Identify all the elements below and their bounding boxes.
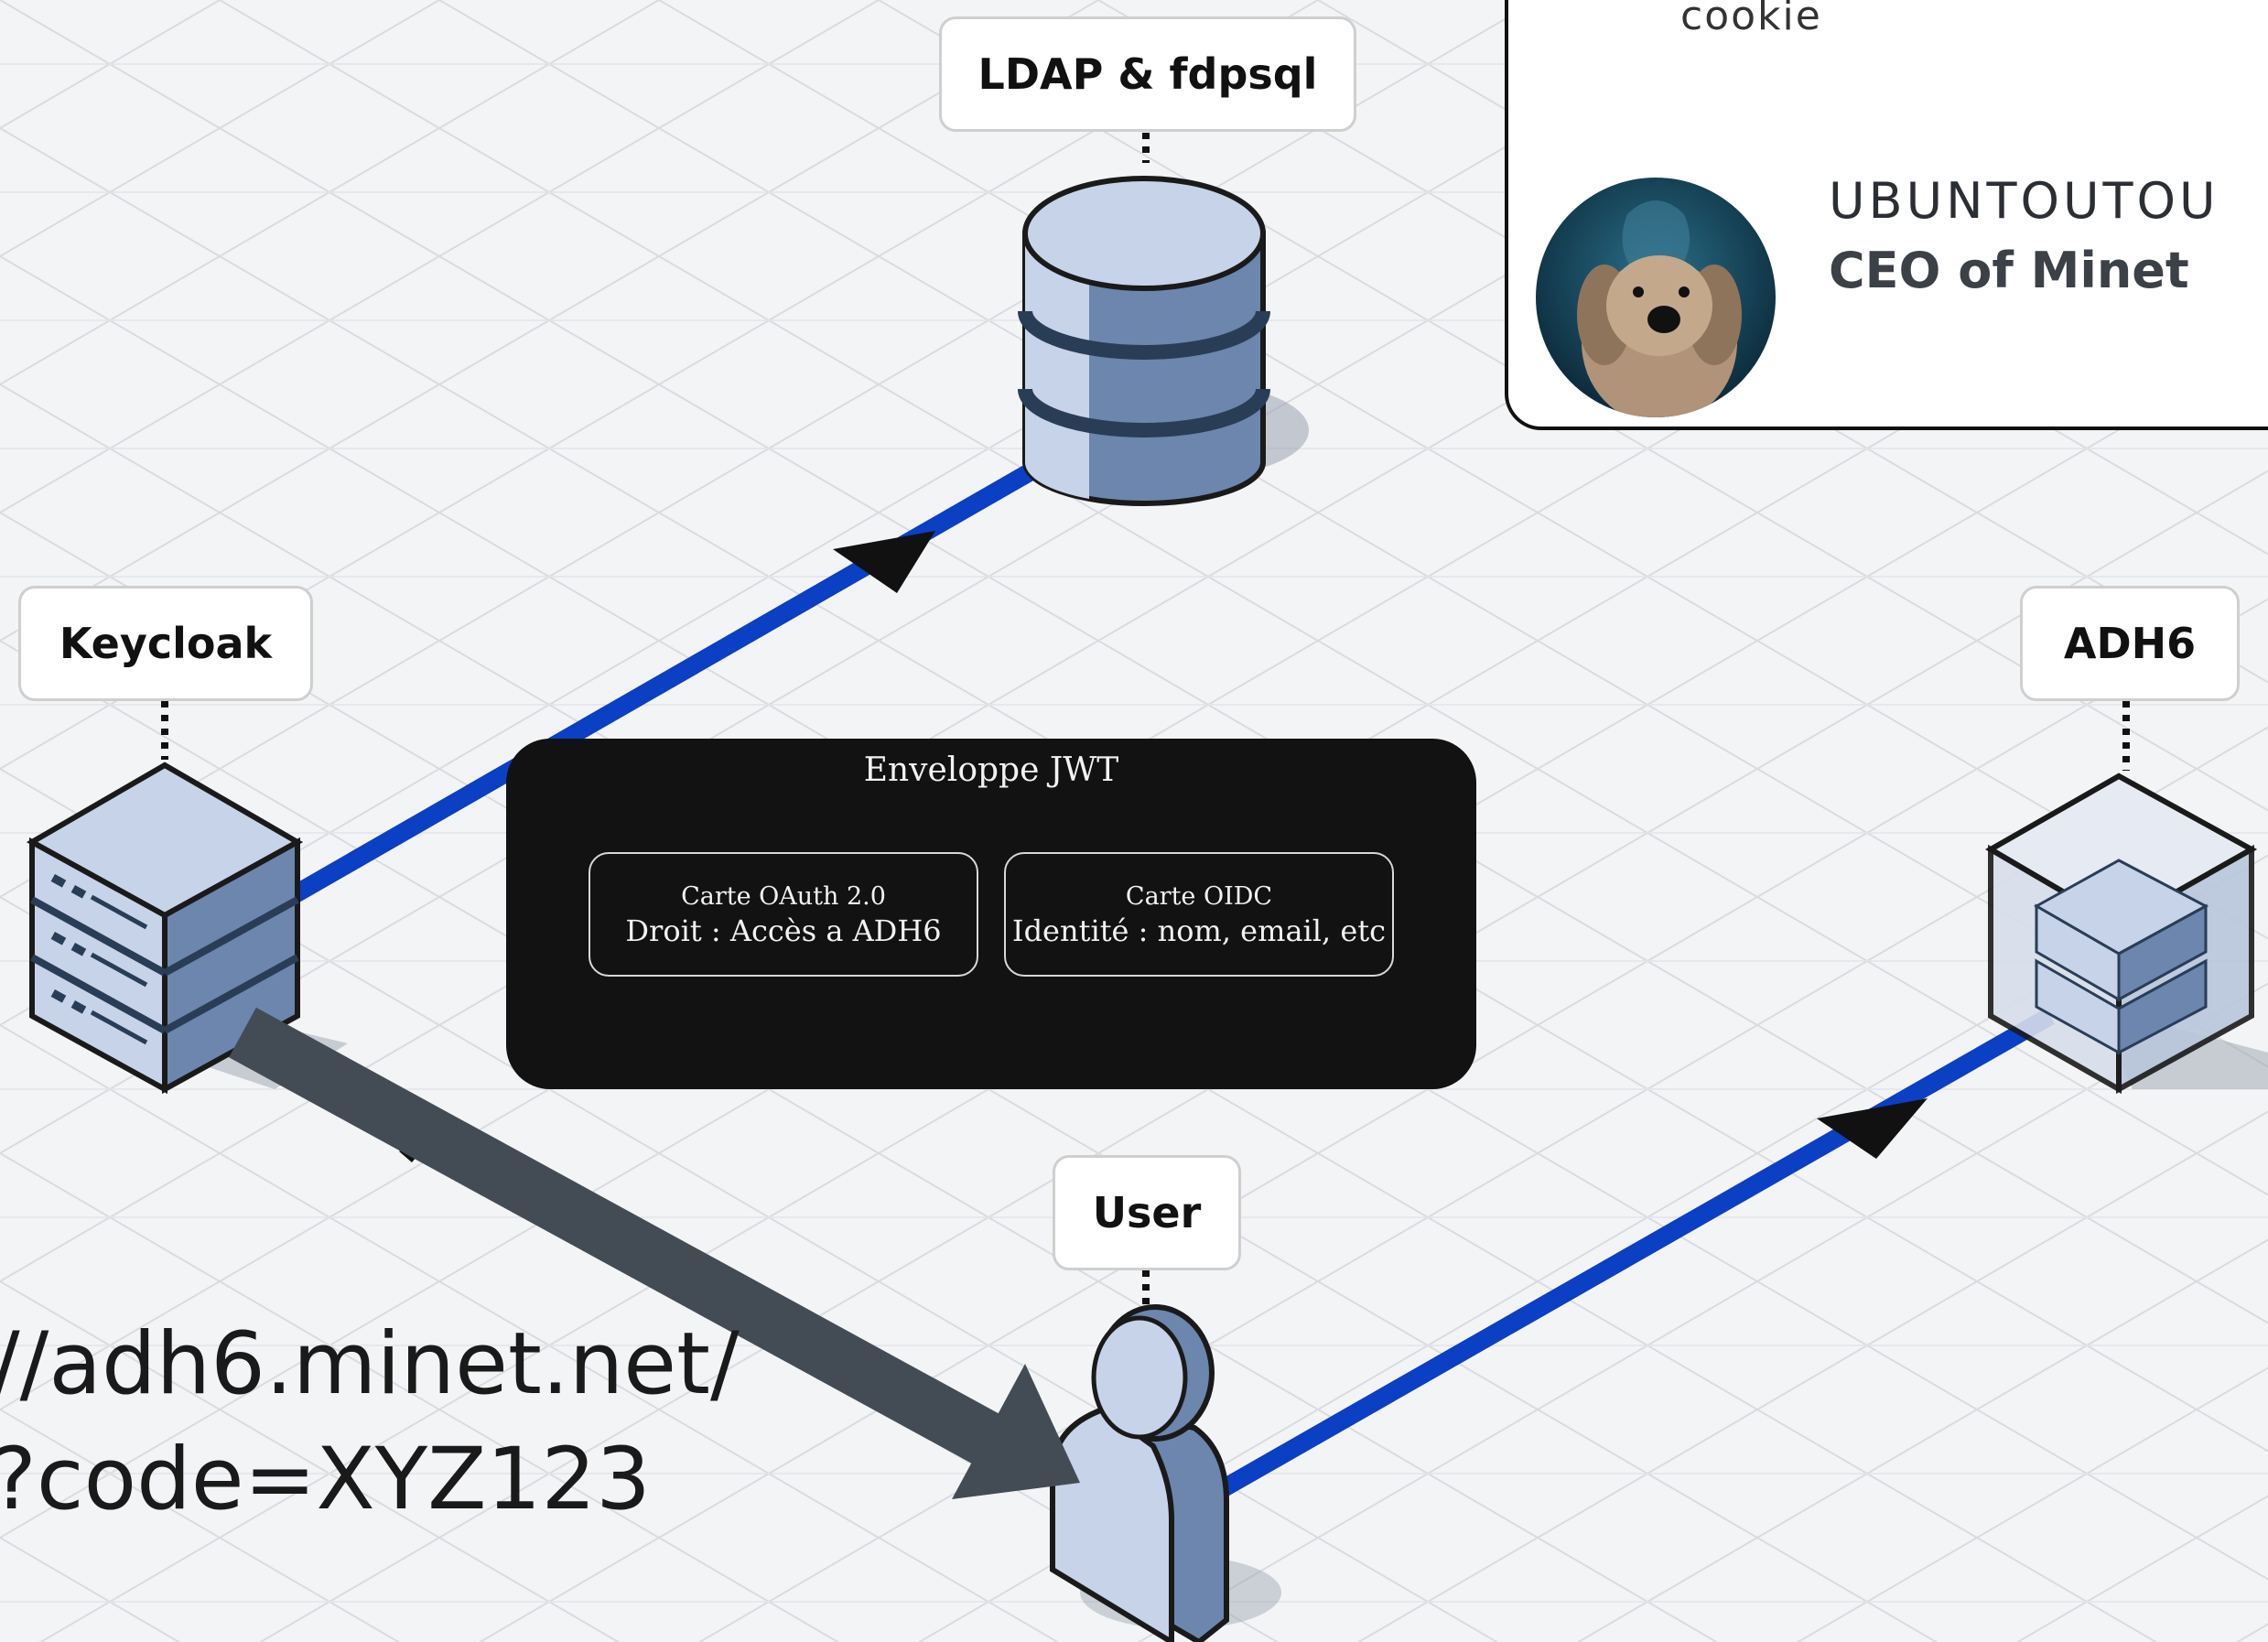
arrowhead-to-adh6: [1817, 1098, 1928, 1159]
oidc-card-title: Carte OIDC: [1125, 882, 1273, 911]
oidc-card: Carte OIDC Identité : nom, email, etc: [1004, 852, 1394, 977]
jwt-envelope: Enveloppe JWT Carte OAuth 2.0 Droit : Ac…: [506, 739, 1476, 1089]
oidc-card-detail: Identité : nom, email, etc: [1011, 913, 1387, 948]
user-icon: [1050, 1304, 1281, 1642]
app-cube-icon: [1985, 772, 2268, 1095]
database-icon: [1018, 176, 1309, 506]
adh6-label: ADH6: [2020, 586, 2240, 701]
link-keycloak-ldap: [270, 440, 1075, 914]
keycloak-label: Keycloak: [18, 586, 313, 701]
arrowhead-to-ldap: [833, 531, 935, 593]
presenter-role: CEO of Minet: [1829, 242, 2189, 299]
cookie-caption: cookie: [1680, 0, 1822, 39]
presenter-name: UBUNTOUTOU: [1829, 172, 2219, 230]
user-label: User: [1053, 1155, 1241, 1270]
presenter-card: cookie UBUNTOUTOU CEO of Minet: [1505, 0, 2268, 430]
plush-dog-avatar-icon: [1536, 178, 1776, 417]
redirect-url-line2: ?code=XYZ123: [0, 1430, 651, 1529]
oauth-card-detail: Droit : Accès a ADH6: [625, 913, 942, 948]
redirect-arrow: [229, 1007, 1080, 1499]
link-user-adh6: [1213, 1008, 2055, 1500]
redirect-url-line1: //adh6.minet.net/: [0, 1314, 740, 1414]
ldap-label: LDAP & fdpsql: [939, 16, 1356, 132]
oauth-card-title: Carte OAuth 2.0: [681, 882, 886, 911]
jwt-title: Enveloppe JWT: [863, 751, 1119, 789]
avatar: [1536, 178, 1776, 417]
oauth-card: Carte OAuth 2.0 Droit : Accès a ADH6: [589, 852, 978, 977]
